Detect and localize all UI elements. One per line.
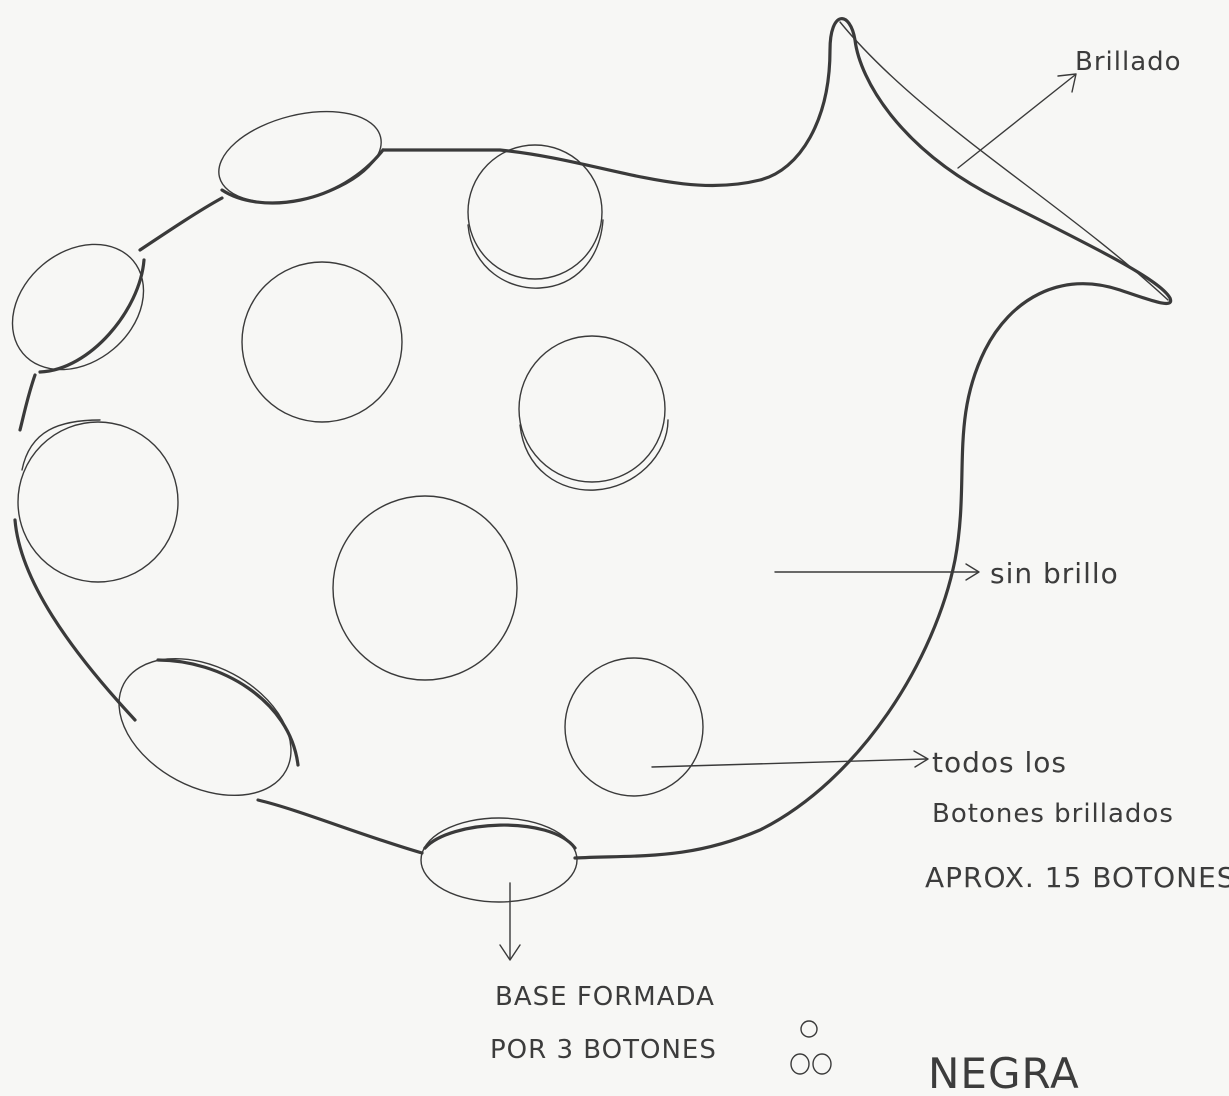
arrow-brillado (958, 74, 1076, 168)
arrow-todos-los-botones (652, 751, 928, 767)
arrow-sin-brillo (775, 564, 979, 580)
label-botones-brillados: Botones brillados (932, 799, 1174, 829)
rim-button-left-middle (18, 420, 178, 582)
label-aprox-15-botones: APROX. 15 BOTONES (925, 861, 1229, 894)
vase-body-outline (15, 19, 1171, 858)
three-buttons-glyph (791, 1021, 831, 1074)
body-button-upper-left (242, 262, 402, 422)
body-button-center (333, 496, 517, 680)
rim-button-base (421, 818, 577, 902)
label-por-3-botones: POR 3 BOTONES (490, 1035, 717, 1065)
rim-button-left-lower (96, 631, 315, 823)
body-button-lower-right (565, 658, 703, 796)
rim-button-top-center (468, 145, 603, 288)
rim-button-top-left (209, 96, 390, 218)
body-button-raised (519, 336, 668, 490)
label-todos-los: todos los (932, 746, 1067, 779)
label-base-formada: BASE FORMADA (495, 982, 715, 1012)
rim-button-left-upper (0, 219, 169, 396)
arrow-base (500, 883, 520, 960)
label-brillado: Brillado (1075, 47, 1182, 77)
label-sin-brillo: sin brillo (990, 557, 1119, 590)
label-negra: NEGRA (928, 1049, 1080, 1096)
